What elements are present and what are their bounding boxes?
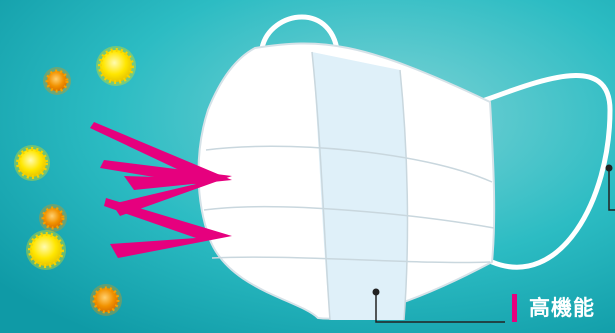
leader-dot: [373, 289, 380, 296]
pollen-particle-icon: [96, 46, 136, 86]
pollen-particle-icon: [39, 204, 67, 232]
caption-label: 高機能: [512, 294, 595, 322]
pollen-particle-icon: [26, 230, 66, 270]
pollen-particle-icon: [43, 67, 71, 95]
face-mask-icon: [198, 43, 494, 320]
pollen-particle-icon: [14, 145, 50, 181]
pollen-particle-icon: [90, 284, 122, 316]
leader-dot: [606, 165, 613, 172]
